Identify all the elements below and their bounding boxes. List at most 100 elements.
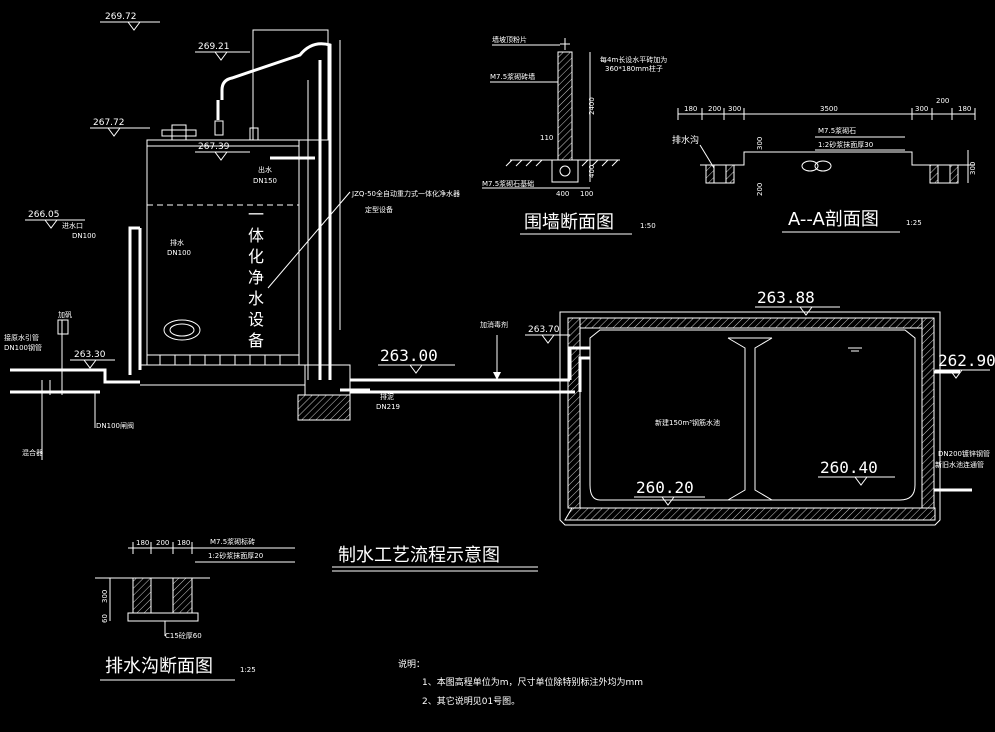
wall-dim-400: 400 (588, 165, 596, 178)
elev-26330-text: 263.30 (74, 350, 106, 360)
ditch-dim-300: 300 (101, 590, 109, 603)
valve-label: DN100闸阀 (96, 421, 134, 430)
ditch-title: 排水沟断面图 (105, 656, 213, 677)
ditch-mat2: 1:2砂浆抹面厚20 (208, 551, 263, 560)
alum-label: 加矾 (58, 310, 72, 319)
aa-drain-ditch: 排水沟 (672, 134, 699, 146)
aa-dim-right: 300 (969, 162, 977, 175)
aa-dim-1: 200 (708, 105, 721, 113)
drain-dn: DN100 (167, 249, 191, 257)
aa-section: 180 200 300 3500 300 200 180 排水沟 M7.5浆砌石… (672, 97, 977, 233)
elev-26972-text: 269.72 (105, 12, 137, 22)
aa-scale: 1:25 (906, 219, 922, 227)
aa-dim-200: 200 (756, 183, 764, 196)
elev-26605-text: 266.05 (28, 210, 60, 220)
ditch-dim-60: 60 (101, 614, 109, 623)
aa-dim-0: 180 (684, 105, 697, 113)
inlet-label: 进水口 (62, 221, 83, 230)
raw-water-dn: DN100钢管 (4, 343, 42, 352)
ditch-base: C15砼厚60 (165, 631, 202, 640)
aa-mat1: M7.5浆砌石 (818, 126, 856, 135)
equip-char-4: 水 (248, 289, 264, 308)
elev-26772-text: 267.72 (93, 118, 125, 128)
aa-dim-4: 300 (915, 105, 928, 113)
wall-dim-100: 100 (580, 190, 593, 198)
ditch-section: 180 200 180 300 60 M7.5浆砌标砖 1:2砂浆抹面厚20 C… (95, 537, 295, 681)
aa-dim-5: 200 (936, 97, 949, 105)
elevation-marker-26370: 263.70 (525, 325, 570, 344)
elev-26040-text: 260.40 (820, 458, 878, 477)
wall-label-right2: 360*180mm柱子 (605, 64, 663, 73)
ditch-scale: 1:25 (240, 666, 256, 674)
elevation-marker-26330: 263.30 (70, 350, 115, 369)
water-tank: 新建150m³钢筋水池 DN200镀锌钢管 新旧水池连通管 (559, 311, 990, 526)
inlet-dn: DN100 (72, 232, 96, 240)
wall-dim-400b: 400 (556, 190, 569, 198)
elev-26020-text: 260.20 (636, 478, 694, 497)
notes-heading: 说明： (398, 658, 425, 670)
equipment-spec-callout: JZQ-50全自动重力式一体化净水器 定型设备 (267, 189, 460, 289)
aa-dim-6: 180 (958, 105, 971, 113)
aa-mat2: 1:2砂浆抹面厚30 (818, 140, 873, 149)
wall-scale: 1:50 (640, 222, 656, 230)
elevation-marker-26921: 269.21 (195, 42, 250, 61)
raw-water-pipe: 接原水引管 (4, 333, 39, 342)
mixer-label: 混合器 (22, 448, 43, 457)
aa-dim-300: 300 (756, 137, 764, 150)
elevation-marker-26739: 267.39 (195, 142, 250, 161)
sewer-dn: DN219 (376, 403, 400, 411)
wall-title: 围墙断面图 (524, 212, 614, 233)
wall-dim-2400: 2400 (588, 97, 596, 115)
elev-26370-text: 263.70 (528, 325, 560, 335)
wall-label-base: M7.5浆砌石基础 (482, 179, 534, 188)
riser-pipes (128, 29, 341, 380)
tank-label: 新建150m³钢筋水池 (655, 418, 720, 427)
elevation-marker-26300: 263.00 (378, 346, 455, 374)
wall-label-mid: M7.5浆砌砖墙 (490, 72, 535, 81)
equip-char-3: 净 (248, 268, 264, 287)
elev-26739-text: 267.39 (198, 142, 230, 152)
elevation-marker-26772: 267.72 (90, 118, 150, 137)
elevation-marker-26290: 262.90 (935, 351, 995, 379)
drain-label: 排水 (170, 238, 184, 247)
equip-char-6: 备 (248, 331, 264, 350)
note-1: 1、本图高程单位为m，尺寸单位除特别标注外均为mm (422, 676, 643, 688)
equip-char-5: 设 (248, 310, 264, 329)
tank-pipe-note2: 新旧水池连通管 (935, 460, 984, 469)
main-title: 制水工艺流程示意图 (338, 545, 500, 566)
ditch-mat1: M7.5浆砌标砖 (210, 537, 255, 546)
ditch-dim-1: 200 (156, 539, 169, 547)
wall-label-top: 墙坡顶粉片 (492, 35, 527, 44)
aa-dim-3: 3500 (820, 105, 838, 113)
ditch-dim-2: 180 (177, 539, 190, 547)
elev-26300-text: 263.00 (380, 346, 438, 365)
equip-char-1: 体 (248, 226, 264, 245)
wall-dim-110: 110 (540, 134, 553, 142)
equip-char-2: 化 (248, 247, 264, 266)
equipment-base (10, 319, 370, 460)
outlet-dn: DN150 (253, 177, 277, 185)
tank-pipe-note1: DN200镀锌钢管 (938, 449, 990, 458)
wall-label-right1: 每4m长设水平砖加为 (600, 55, 667, 64)
purification-equipment: 一 体 化 净 水 设 备 排水 DN100 出水 DN150 (146, 120, 300, 366)
elev-26290-text: 262.90 (938, 351, 995, 370)
ditch-dim-0: 180 (136, 539, 149, 547)
outlet-label: 出水 (258, 165, 272, 174)
aa-dim-2: 300 (728, 105, 741, 113)
equip-char-0: 一 (248, 205, 264, 224)
elevation-marker-26972: 269.72 (100, 12, 160, 31)
elev-26388-text: 263.88 (757, 288, 815, 307)
elevation-marker-26040: 260.40 (818, 458, 895, 486)
equipment-spec: JZQ-50全自动重力式一体化净水器 (351, 189, 460, 198)
elevation-marker-26605: 266.05 (25, 210, 85, 229)
elevation-marker-26388: 263.88 (755, 288, 840, 316)
aa-title: A--A剖面图 (788, 209, 879, 230)
sewer-label: 排泥 (380, 392, 394, 401)
note-2: 2、其它说明见01号图。 (422, 695, 520, 707)
equipment-spec2: 定型设备 (365, 205, 393, 214)
elevation-marker-26020: 260.20 (634, 478, 705, 506)
elev-26921-text: 269.21 (198, 42, 230, 52)
disinfect-label: 加消毒剂 (480, 320, 508, 329)
